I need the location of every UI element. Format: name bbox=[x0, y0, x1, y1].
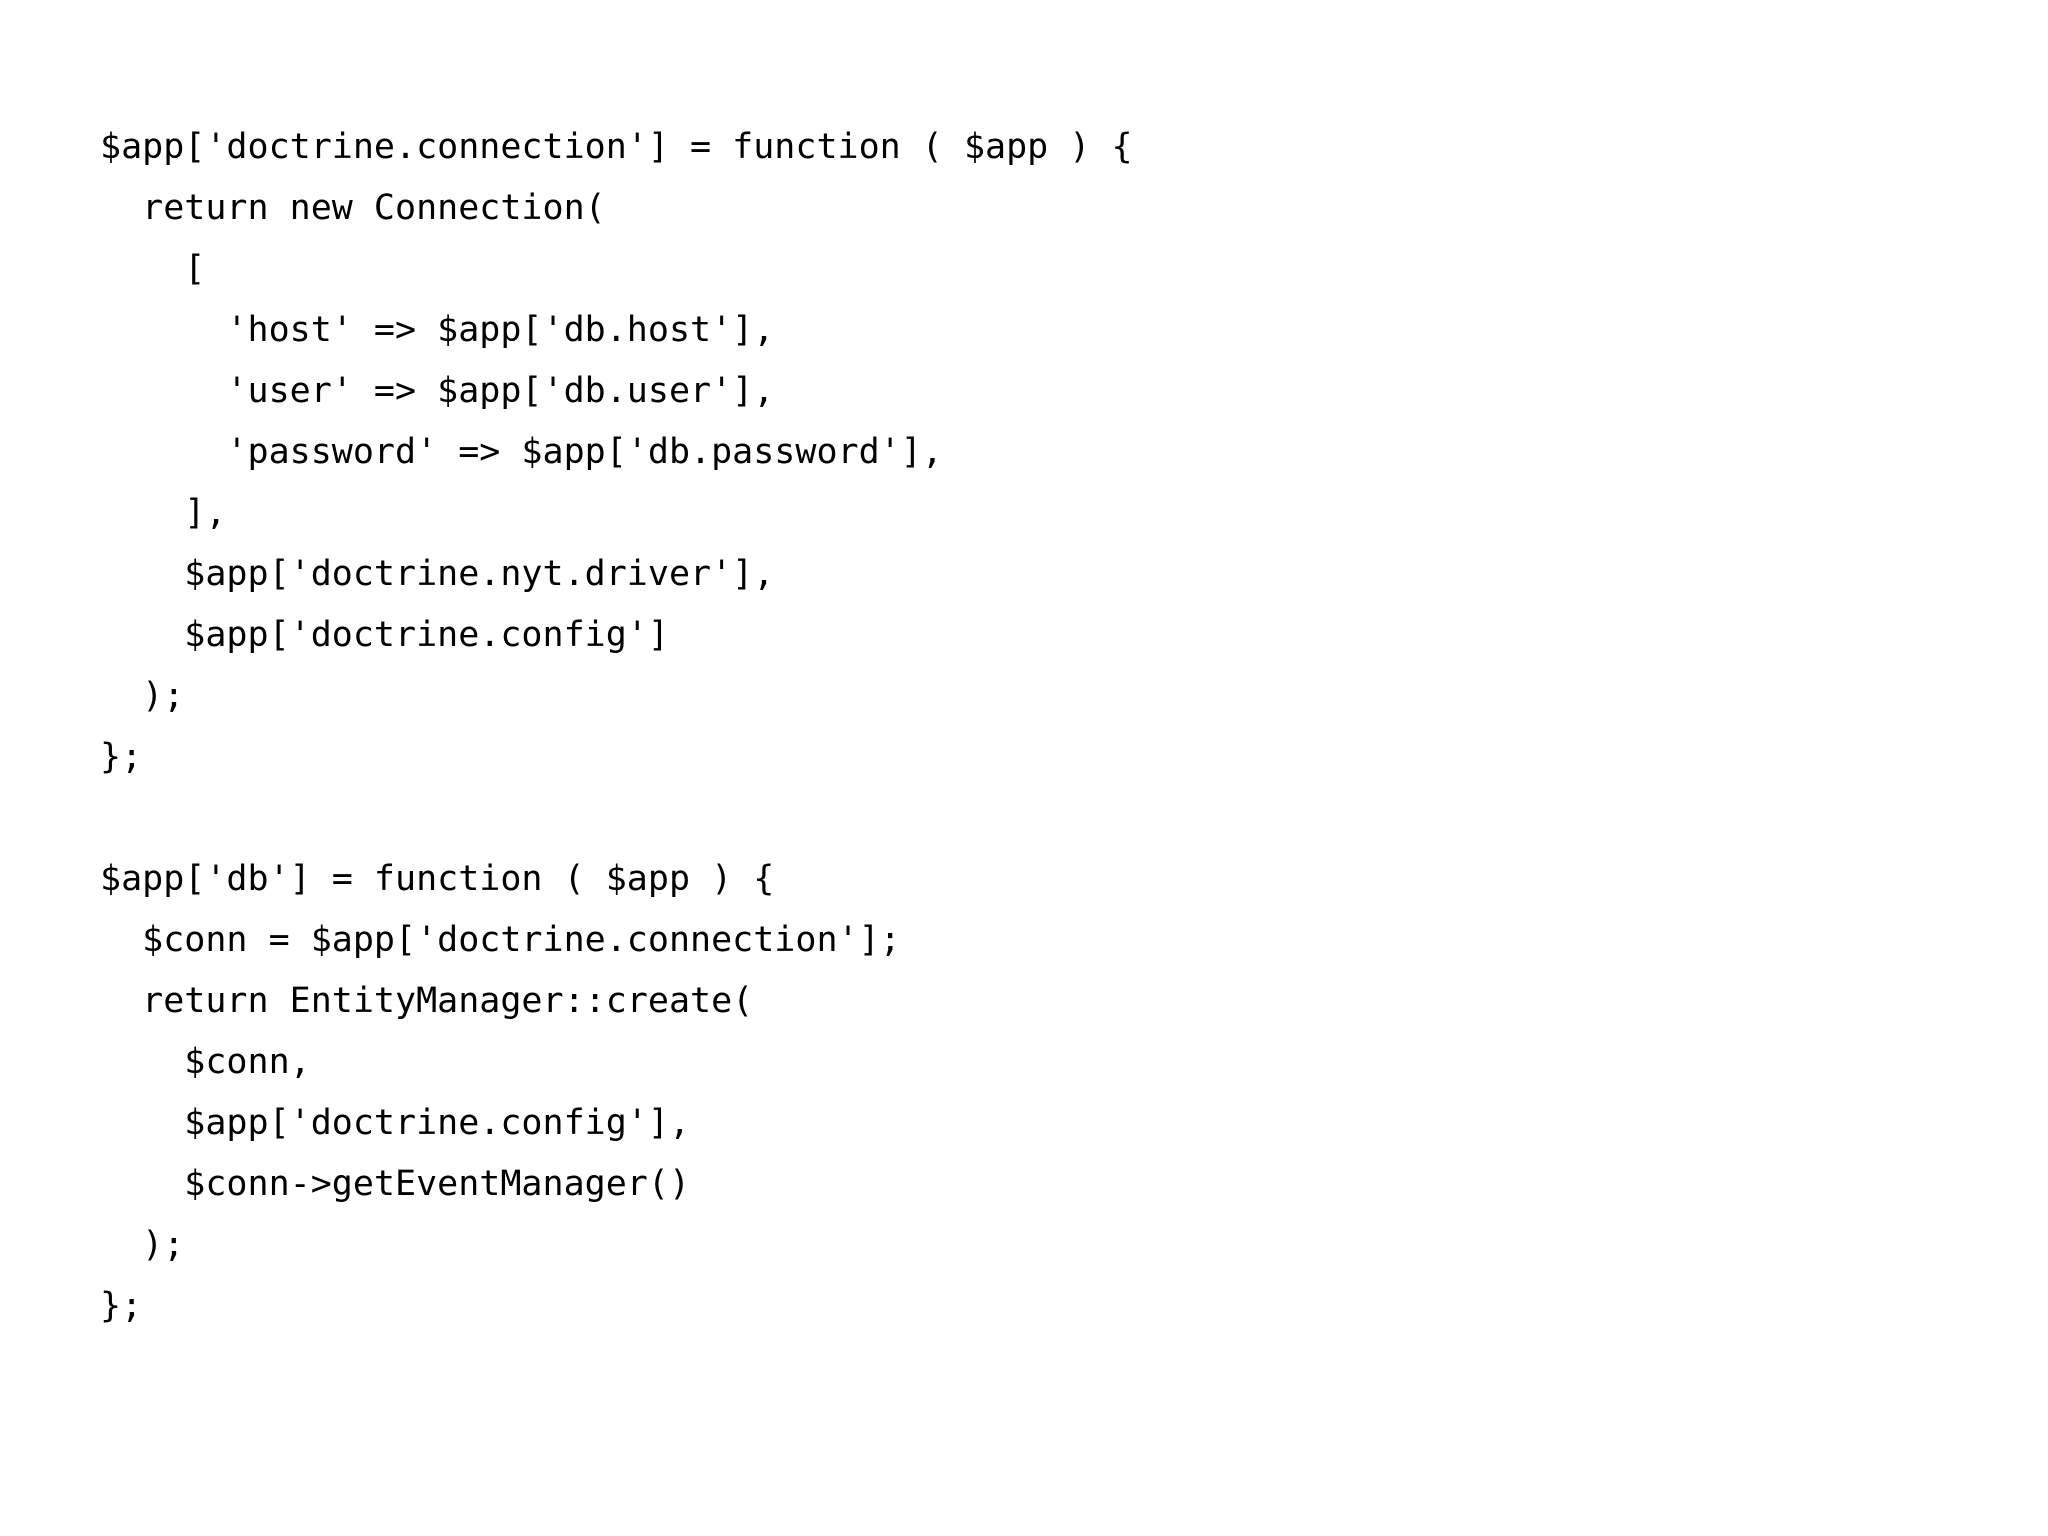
code-line: 'host' => $app['db.host'], bbox=[100, 310, 775, 350]
code-line: $conn, bbox=[100, 1042, 311, 1082]
code-line: $app['doctrine.connection'] = function (… bbox=[100, 127, 1133, 167]
code-line: $app['doctrine.nyt.driver'], bbox=[100, 554, 775, 594]
code-line-blank bbox=[100, 788, 1133, 849]
code-line: ); bbox=[100, 676, 185, 716]
code-line: $app['doctrine.config'] bbox=[100, 615, 669, 655]
code-line: [ bbox=[100, 249, 206, 289]
code-line: ); bbox=[100, 1225, 185, 1265]
code-line: return new Connection( bbox=[100, 188, 606, 228]
code-line: 'user' => $app['db.user'], bbox=[100, 371, 775, 411]
code-line: ], bbox=[100, 493, 227, 533]
code-line: 'password' => $app['db.password'], bbox=[100, 432, 943, 472]
code-line: return EntityManager::create( bbox=[100, 981, 754, 1021]
code-line: $app['db'] = function ( $app ) { bbox=[100, 859, 775, 899]
code-line: $conn = $app['doctrine.connection']; bbox=[100, 920, 901, 960]
code-block: $app['doctrine.connection'] = function (… bbox=[100, 117, 1133, 1337]
code-line: $app['doctrine.config'], bbox=[100, 1103, 691, 1143]
code-line: $conn->getEventManager() bbox=[100, 1164, 691, 1204]
code-line: }; bbox=[100, 737, 143, 777]
code-line: }; bbox=[100, 1286, 143, 1326]
